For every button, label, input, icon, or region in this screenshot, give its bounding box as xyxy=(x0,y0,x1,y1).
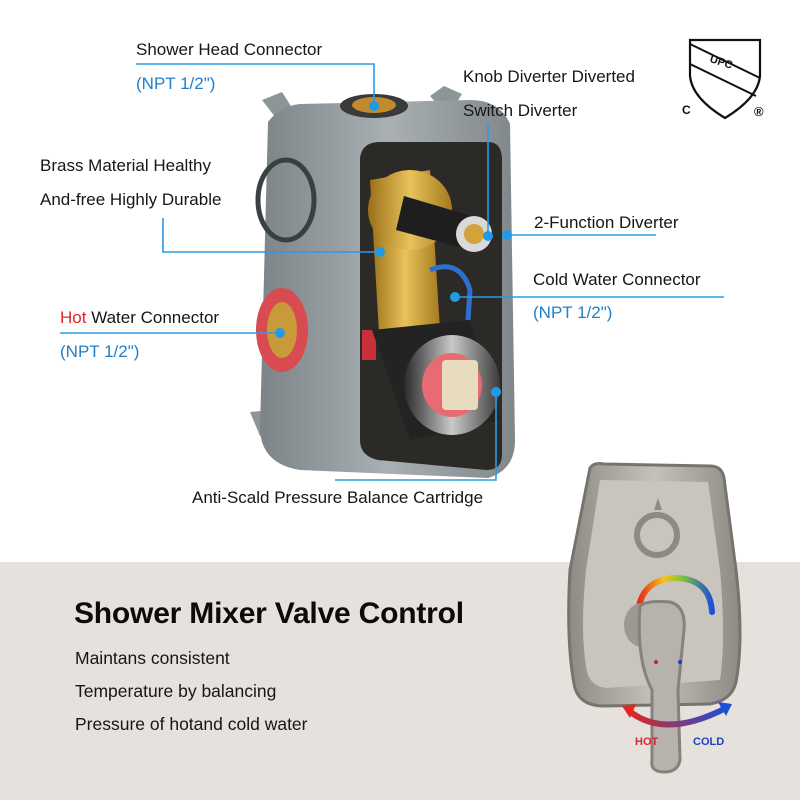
svg-text:C: C xyxy=(682,103,691,117)
hot-water-label-rest: Water Connector xyxy=(86,308,220,327)
hot-word: Hot xyxy=(60,308,87,327)
shower-head-connector-label: Shower Head Connector xyxy=(136,40,323,59)
cold-label: COLD xyxy=(693,736,725,748)
feature-title: Shower Mixer Valve Control xyxy=(74,597,464,630)
two-function-diverter-label: 2-Function Diverter xyxy=(534,213,679,232)
feature-bullet: Temperature by balancing xyxy=(75,681,277,701)
hot-label: HOT xyxy=(635,736,659,748)
shower-head-npt-spec: (NPT 1/2") xyxy=(136,74,216,93)
brass-material-label-line2: And-free Highly Durable xyxy=(40,190,222,209)
knob-diverter-label-line2: Switch Diverter xyxy=(463,101,578,120)
trim-plate-illustration xyxy=(567,462,742,774)
hot-water-npt-spec: (NPT 1/2") xyxy=(60,342,140,361)
cold-water-connector-label: Cold Water Connector xyxy=(533,270,701,289)
cartridge-label: Anti-Scald Pressure Balance Cartridge xyxy=(192,488,484,507)
upc-certification-icon: UPC C ® xyxy=(682,38,764,120)
hot-water-connector-label: Hot Water Connector xyxy=(60,308,219,328)
cold-water-npt-spec: (NPT 1/2") xyxy=(533,303,613,322)
svg-text:®: ® xyxy=(754,104,764,119)
knob-diverter-label-line1: Knob Diverter Diverted xyxy=(463,67,635,86)
feature-bullet: Pressure of hotand cold water xyxy=(75,714,308,734)
feature-bullet: Maintans consistent xyxy=(75,648,230,668)
brass-material-label-line1: Brass Material Healthy xyxy=(40,156,212,175)
